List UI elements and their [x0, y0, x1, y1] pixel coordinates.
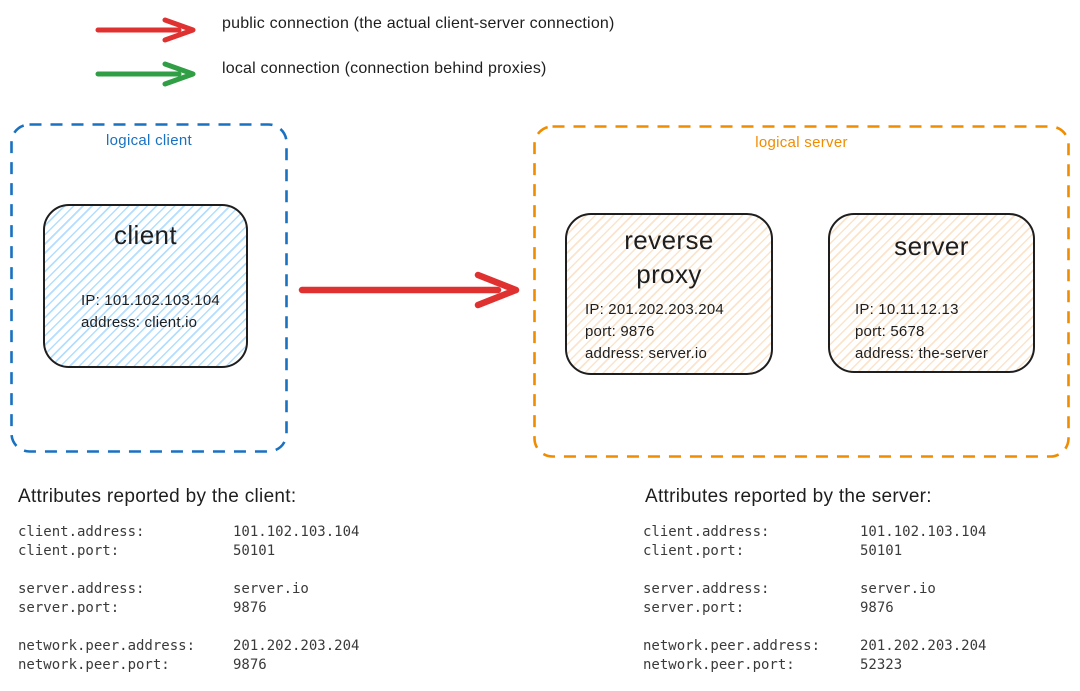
attr-value: 101.102.103.104: [860, 524, 987, 540]
attr-key: network.peer.port:: [643, 657, 795, 673]
attr-value: 9876: [860, 600, 894, 616]
logical-server-dashed-border: [533, 125, 1070, 458]
attr-key: server.address:: [643, 581, 770, 597]
attr-row: network.peer.port: 52323: [643, 656, 986, 675]
attr-key: client.address:: [18, 524, 145, 540]
reverse-proxy-node: reverse proxy IP: 201.202.203.204 port: …: [565, 213, 773, 375]
attr-key: network.peer.address:: [643, 638, 821, 654]
client-node-title: client: [113, 220, 178, 250]
legend-item-local: [95, 61, 199, 87]
attr-value: 9876: [233, 600, 267, 616]
attr-row: client.port: 50101: [18, 542, 359, 561]
attr-key: server.port:: [643, 600, 745, 616]
legend-label-local: local connection (connection behind prox…: [222, 60, 547, 77]
server-node: server IP: 10.11.12.13 port: 5678 addres…: [828, 213, 1035, 373]
attr-value: 50101: [233, 543, 276, 559]
logical-server-label: logical server: [755, 134, 848, 151]
attr-value: server.io: [233, 581, 309, 597]
attr-value: 201.202.203.204: [233, 638, 360, 654]
attr-key: client.address:: [643, 524, 770, 540]
client-node-address: address: client.io: [81, 314, 198, 331]
attr-row: server.address: server.io: [643, 580, 986, 599]
logical-client-dashed-border: [10, 123, 288, 453]
client-node-details: IP: 101.102.103.104 address: client.io: [81, 290, 220, 334]
attr-row: client.port: 50101: [643, 542, 986, 561]
attr-row: server.port: 9876: [643, 599, 986, 618]
logical-client-label: logical client: [106, 132, 192, 149]
server-attributes-title: Attributes reported by the server:: [645, 486, 932, 507]
attr-value: 101.102.103.104: [233, 524, 360, 540]
attr-key: server.port:: [18, 600, 120, 616]
server-node-address: address: the-server: [855, 345, 989, 362]
attr-row: network.peer.address: 201.202.203.204: [643, 637, 986, 656]
client-node: client IP: 101.102.103.104 address: clie…: [43, 204, 248, 368]
public-connection-arrow-icon: [95, 17, 196, 43]
reverse-proxy-ip: IP: 201.202.203.204: [585, 301, 724, 318]
client-to-server-arrow: [298, 268, 524, 312]
legend-label-public: public connection (the actual client-ser…: [222, 15, 615, 32]
attr-row: network.peer.address: 201.202.203.204: [18, 637, 359, 656]
attr-value: 52323: [860, 657, 903, 673]
attr-row: server.port: 9876: [18, 599, 359, 618]
reverse-proxy-node-title: reverse proxy: [624, 225, 714, 289]
attr-value: 50101: [860, 543, 903, 559]
legend-item-public: [95, 17, 199, 43]
attr-row: client.address: 101.102.103.104: [643, 523, 986, 542]
public-connection-main-arrow-icon: [298, 271, 520, 309]
attr-value: 9876: [233, 657, 267, 673]
server-node-title: server: [894, 231, 969, 261]
attr-key: network.peer.port:: [18, 657, 170, 673]
logical-server-group: logical server reverse proxy IP: 201.202…: [533, 125, 1070, 458]
attr-key: client.port:: [18, 543, 120, 559]
local-connection-arrow-icon: [95, 61, 196, 87]
reverse-proxy-address: address: server.io: [585, 345, 707, 362]
client-node-ip: IP: 101.102.103.104: [81, 292, 220, 309]
attr-key: client.port:: [643, 543, 745, 559]
reverse-proxy-port: port: 9876: [585, 323, 655, 340]
logical-client-group: logical client client IP: 101.102.103.10…: [10, 123, 288, 453]
client-attributes-table: client.address: 101.102.103.104 client.p…: [18, 523, 359, 675]
server-node-ip: IP: 10.11.12.13: [855, 301, 959, 318]
attr-value: 201.202.203.204: [860, 638, 987, 654]
attr-key: network.peer.address:: [18, 638, 196, 654]
attr-row: network.peer.port: 9876: [18, 656, 359, 675]
attr-value: server.io: [860, 581, 936, 597]
attr-row: client.address: 101.102.103.104: [18, 523, 359, 542]
server-node-details: IP: 10.11.12.13 port: 5678 address: the-…: [855, 299, 988, 365]
client-attributes-title: Attributes reported by the client:: [18, 486, 297, 507]
attr-key: server.address:: [18, 581, 145, 597]
reverse-proxy-node-details: IP: 201.202.203.204 port: 9876 address: …: [585, 299, 724, 365]
attr-row: server.address: server.io: [18, 580, 359, 599]
server-attributes-table: client.address: 101.102.103.104 client.p…: [643, 523, 986, 675]
server-node-port: port: 5678: [855, 323, 925, 340]
